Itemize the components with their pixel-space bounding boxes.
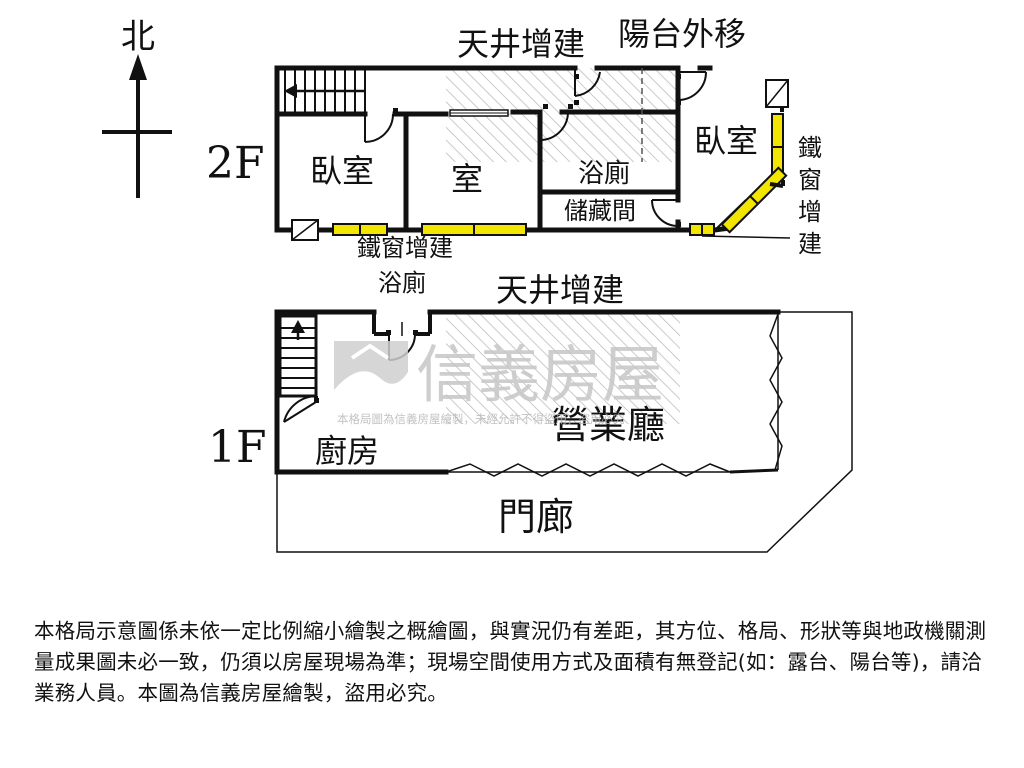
watermark: 信義房屋 本格局圖為信義房屋繪製，未經允許不得盜用，盜用必究 [334, 338, 664, 426]
disclaimer-text: 本格局示意圖係未依一定比例縮小繪製之概繪圖，與實況仍有差距，其方位、格局、形狀等… [34, 619, 987, 705]
folding-shutter-east [769, 313, 783, 471]
balcony-moved-label: 陽台外移 [618, 15, 746, 53]
floor2-label: 2F [206, 138, 265, 189]
iron-window-east-char: 窗 [798, 166, 822, 194]
porch-outline [276, 311, 853, 553]
kitchen-label: 廚房 [315, 432, 379, 470]
bathroom-label-1f: 浴廁 [378, 269, 426, 297]
stair-1f [278, 314, 318, 398]
brand-logo-icon [334, 341, 408, 401]
bedroom-west-label: 臥室 [310, 152, 374, 190]
floor2-plan: 2F [206, 15, 822, 262]
skylight-label-1f: 天井增建 [496, 271, 624, 309]
bathroom-label-2f: 浴廁 [578, 159, 630, 189]
doors-2f [364, 68, 707, 227]
north-label: 北 [121, 17, 155, 57]
iron-window-east-label: 鐵 窗 增 建 [798, 134, 822, 258]
watermark-notice: 本格局圖為信義房屋繪製，未經允許不得盜用，盜用必究 [337, 412, 625, 426]
iron-windows-2f [332, 113, 788, 236]
floor1-plan: 1F [208, 269, 853, 553]
iron-window-south-label: 鐵窗增建 [357, 234, 453, 262]
floor1-label: 1F [208, 422, 267, 473]
storage-label: 儲藏間 [564, 197, 636, 225]
vent-icon [291, 219, 319, 241]
skylight-label-2f: 天井增建 [457, 25, 585, 63]
iron-window-east-char: 鐵 [798, 134, 822, 162]
stair-2f [284, 68, 366, 114]
room-middle-label: 室 [451, 160, 483, 198]
vent-icon [765, 79, 789, 108]
north-compass: 北 [102, 17, 172, 198]
porch-label: 門廊 [498, 495, 574, 539]
watermark-brand: 信義房屋 [416, 338, 664, 411]
iron-window-east-char: 增 [798, 198, 822, 226]
bedroom-east-label: 臥室 [694, 122, 758, 160]
skylight-area-1f [446, 314, 680, 424]
hall-label: 營業廳 [551, 403, 665, 447]
iron-window-east-char: 建 [798, 230, 822, 258]
folding-shutter-south [445, 463, 731, 477]
